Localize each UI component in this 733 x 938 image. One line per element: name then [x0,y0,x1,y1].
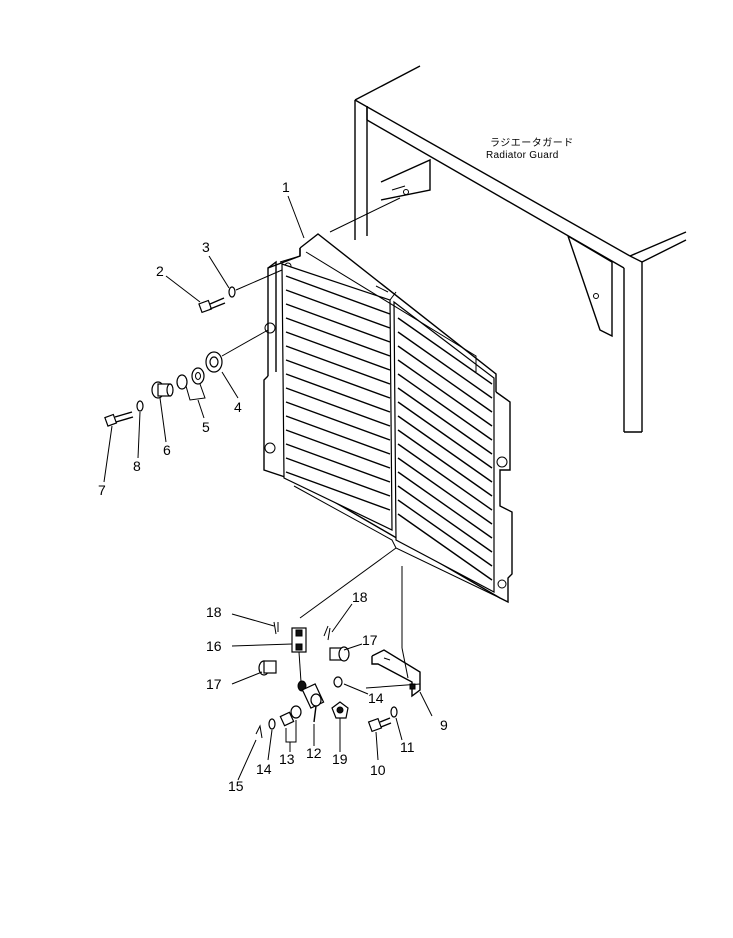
leader-line-1 [287,195,305,239]
guard-label-english: Radiator Guard [486,150,559,161]
callout-17a: 17 [206,676,222,692]
nut-13 [279,705,302,727]
leader-line-17a [231,671,263,685]
callout-5: 5 [202,419,210,435]
leader-line-3 [235,269,283,291]
leader-bracket-13 [285,720,297,743]
leader-line-15 [237,739,257,781]
pin-18b [323,625,331,641]
leader-line-17b [343,643,363,651]
clamp-19 [331,701,349,719]
callout-9: 9 [440,717,448,733]
leader-line-5 [197,399,205,419]
washer-4 [205,351,223,373]
leader-line-4b [221,371,239,399]
callout-8: 8 [133,458,141,474]
pin-17a [258,660,277,676]
bolt-10 [367,717,392,733]
callout-12: 12 [306,745,322,761]
bolt-2 [198,297,226,314]
leader-line-14a [267,729,273,761]
leader-line-11 [395,717,403,741]
washer-11 [390,706,398,718]
callout-7: 7 [98,482,106,498]
leader-line-16 [231,643,293,647]
leader-line-18b [331,603,353,633]
radiator-guard-frame [329,65,687,433]
washer-8 [136,400,144,412]
leader-line-10 [375,731,379,761]
callout-15: 15 [228,778,244,794]
callout-14b: 14 [368,690,384,706]
callout-6: 6 [163,442,171,458]
leader-bracket-5 [185,383,206,401]
leader-line-6 [159,397,167,443]
radiator-guard-grille [263,233,513,604]
callout-18b: 18 [352,589,368,605]
callout-1: 1 [282,179,290,195]
pin-17b [329,646,350,662]
guard-label-japanese: ラジエータガード [490,137,574,149]
washer-14a [268,718,276,730]
bracket-9 [371,649,421,698]
leader-line-2 [165,275,201,303]
rod-end-12 [297,680,325,723]
callout-18a: 18 [206,604,222,620]
clevis-16 [291,627,307,683]
callout-3: 3 [202,239,210,255]
pin-18a [273,621,279,635]
bolt-7 [104,411,134,427]
leader-line-18a [231,613,275,627]
leader-line-7 [103,425,113,483]
spacer-6 [151,381,174,399]
leader-line-8 [137,411,141,459]
leader-line-3b [208,255,230,289]
callout-11: 11 [400,739,415,755]
leader-line-4 [221,329,269,357]
callout-14a: 14 [256,761,272,777]
callout-16: 16 [206,638,222,654]
washer-5a [176,367,205,390]
callout-13: 13 [279,751,295,767]
pin-15 [255,724,263,739]
leader-line-16-guard [299,547,397,619]
callout-4: 4 [234,399,242,415]
leader-line-9-link [401,647,409,679]
callout-10: 10 [370,762,386,778]
callout-19: 19 [332,751,348,767]
callout-2: 2 [156,263,164,279]
washer-14b [333,676,343,688]
leader-line-14b [343,683,369,695]
callout-17b: 17 [362,632,378,648]
grille-louvres-right [397,317,493,581]
leader-line-9-bracket [365,683,421,689]
grille-louvres-left [285,275,391,511]
washer-3 [228,286,236,298]
leader-line-9 [419,691,433,717]
